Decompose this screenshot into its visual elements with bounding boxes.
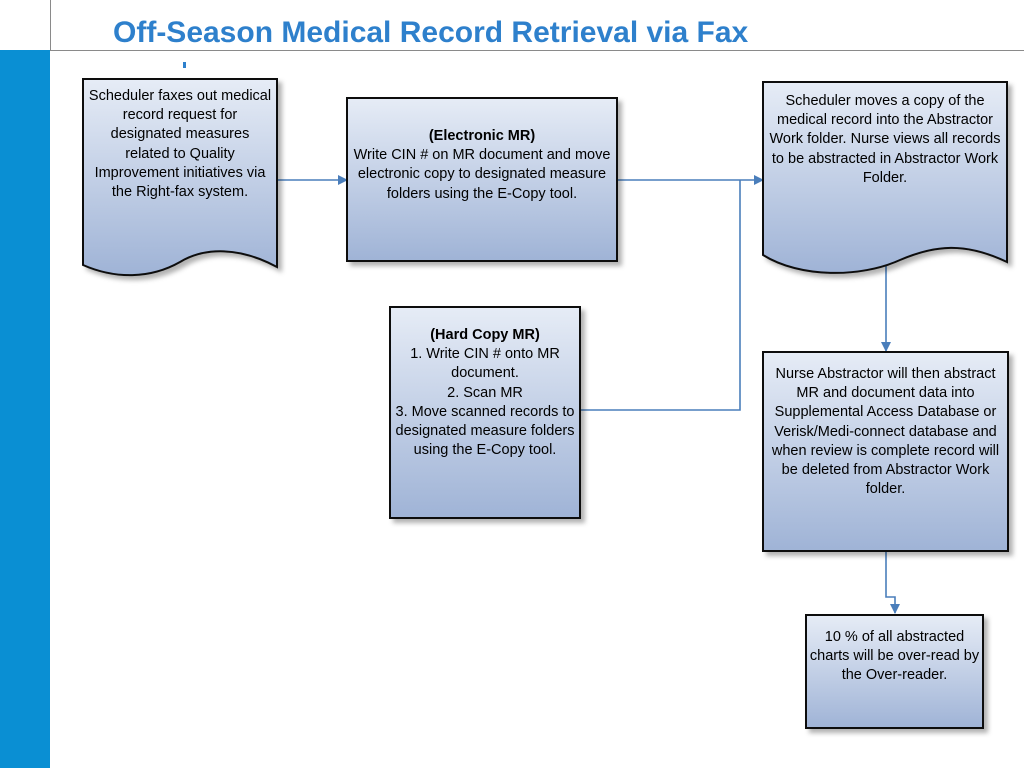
node-hard-copy-mr-step-1: 1. Write CIN # onto MR document.: [410, 346, 560, 382]
node-electronic-mr: (Electronic MR) Write CIN # on MR docume…: [350, 127, 614, 204]
node-nurse-abstractor-text: Nurse Abstractor will then abstract MR a…: [771, 366, 1000, 498]
page-title: Off-Season Medical Record Retrieval via …: [113, 16, 749, 49]
node-hard-copy-mr-step-2: 2. Scan MR: [447, 384, 523, 401]
header-divider: [50, 50, 1024, 51]
connector-nurse-to-over-read: [885, 552, 900, 614]
process-shape-electronic: [346, 97, 618, 262]
node-over-read: 10 % of all abstracted charts will be ov…: [809, 628, 980, 686]
document-shape-scheduler-fax: [82, 78, 278, 277]
document-shape-scheduler-moves: [762, 81, 1008, 274]
header-divider-vertical: [50, 0, 51, 50]
node-scheduler-moves: Scheduler moves a copy of the medical re…: [766, 92, 1004, 188]
process-shape-over-read: [805, 614, 984, 729]
node-over-read-text: 10 % of all abstracted charts will be ov…: [809, 629, 980, 684]
node-electronic-mr-text: Write CIN # on MR document and move elec…: [353, 147, 611, 202]
node-scheduler-fax-text: Scheduler faxes out medical record reque…: [88, 88, 272, 201]
connectors: [277, 175, 900, 614]
node-hard-copy-mr-heading: (Hard Copy MR): [430, 327, 540, 343]
node-hard-copy-mr-step-3: 3. Move scanned records to designated me…: [395, 403, 575, 459]
sidebar-accent-bar: [0, 50, 50, 768]
node-nurse-abstractor: Nurse Abstractor will then abstract MR a…: [767, 365, 1004, 499]
process-shape-nurse-abstractor: [762, 351, 1009, 552]
process-shape-hardcopy: [389, 306, 581, 519]
node-hard-copy-mr: (Hard Copy MR) 1. Write CIN # onto MR do…: [394, 326, 576, 460]
node-scheduler-fax: Scheduler faxes out medical record reque…: [87, 87, 273, 202]
title-overflow-mark: [183, 62, 186, 68]
node-scheduler-moves-text: Scheduler moves a copy of the medical re…: [769, 93, 1001, 186]
node-electronic-mr-heading: (Electronic MR): [428, 128, 536, 144]
connector-hardcopy-to-scheduler-moves: [580, 180, 741, 411]
